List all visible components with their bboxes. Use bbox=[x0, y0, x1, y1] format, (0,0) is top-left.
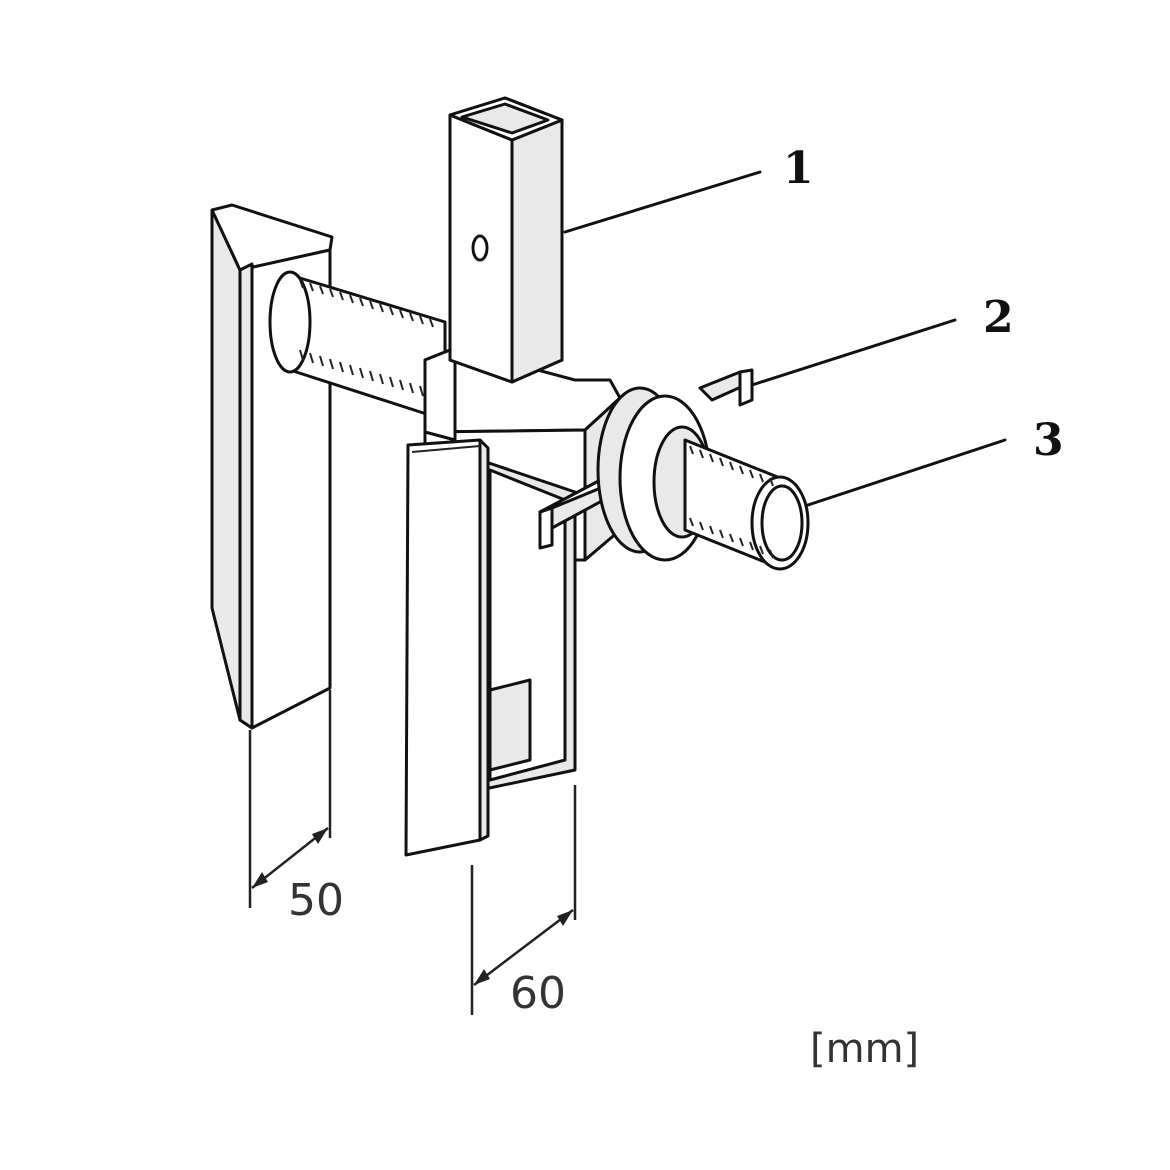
leader-2 bbox=[750, 318, 957, 387]
callout-3: 3 bbox=[1033, 415, 1064, 466]
unit-label: [mm] bbox=[810, 1026, 919, 1072]
threaded-rod-right bbox=[683, 438, 810, 571]
callout-1: 1 bbox=[783, 143, 814, 194]
dimension-label-60: 60 bbox=[510, 968, 566, 1019]
dimension-left bbox=[248, 690, 332, 908]
right-plate bbox=[404, 438, 577, 857]
wing-nut bbox=[596, 386, 712, 562]
dimension-right bbox=[470, 785, 577, 1015]
callout-2: 2 bbox=[983, 292, 1014, 343]
leader-3 bbox=[806, 438, 1007, 507]
threaded-rod-left bbox=[268, 270, 447, 422]
tube-hole bbox=[471, 234, 489, 262]
dimension-label-50: 50 bbox=[288, 875, 344, 926]
leader-lines bbox=[563, 170, 1007, 507]
leader-1 bbox=[563, 170, 762, 234]
square-tube bbox=[448, 96, 564, 384]
